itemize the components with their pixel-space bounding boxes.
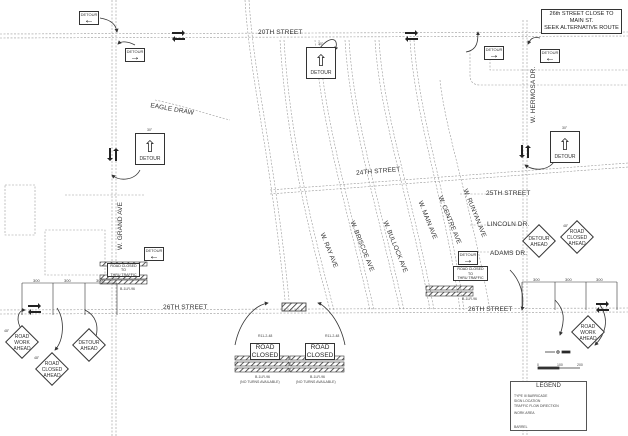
legend-item: TRAFFIC FLOW DIRECTION bbox=[514, 404, 559, 408]
dimension-label: 300 bbox=[64, 278, 71, 283]
arrow-left-icon: ← bbox=[149, 251, 159, 262]
arrow-right-icon: → bbox=[130, 52, 140, 63]
road-closed-thru-traffic-sign: ROAD CLOSED TO THRU TRAFFIC bbox=[107, 263, 140, 277]
street-label-adams: ADAMS DR. bbox=[490, 250, 528, 257]
arrow-up-icon: ⇧ bbox=[143, 139, 157, 156]
no-turns-note: (NO TURNS AVAILABLE) bbox=[240, 380, 280, 384]
street-label-20th: 20TH STREET bbox=[258, 29, 303, 36]
street-label-lincoln: LINCOLN DR. bbox=[487, 221, 530, 228]
barricade-code: B-1LR-96 bbox=[255, 375, 270, 379]
street-label-hermosa: W. HERMOSA DR. bbox=[530, 66, 537, 123]
dimension-label: 300 bbox=[533, 277, 540, 282]
detour-right-sign: DETOUR → bbox=[458, 251, 478, 266]
street-label-26th-right: 26TH STREET bbox=[468, 306, 513, 313]
detour-straight-sign: ⇧ DETOUR bbox=[135, 133, 165, 165]
detour-left-sign: DETOUR ← bbox=[540, 49, 560, 64]
scale-bar-label: 100 bbox=[557, 363, 563, 367]
detour-right-sign: DETOUR → bbox=[125, 48, 145, 63]
arrow-right-icon: → bbox=[463, 255, 473, 266]
barricade-code: B-1LR-96 bbox=[120, 287, 135, 291]
legend-item: WORK AREA bbox=[514, 411, 535, 415]
arrow-left-icon: ← bbox=[84, 15, 94, 26]
dimension-label: 300 bbox=[565, 277, 572, 282]
legend-item: TYPE III BARRICADE bbox=[514, 394, 548, 398]
legend-title: LEGEND bbox=[536, 383, 561, 389]
road-closed-sign: ROAD CLOSED bbox=[305, 343, 335, 360]
dimension-label: 300 bbox=[33, 278, 40, 283]
arrow-up-icon: ⇧ bbox=[558, 137, 572, 154]
road-closed-sign: ROAD CLOSED bbox=[250, 343, 280, 360]
legend-item: SIGN LOCATION bbox=[514, 399, 541, 403]
legend: LEGEND TYPE III BARRICADE SIGN LOCATION … bbox=[510, 381, 587, 431]
closure-message-sign: 26th STREET CLOSE TO MAIN ST. SEEK ALTER… bbox=[541, 9, 622, 34]
no-turns-note: (NO TURNS AVAILABLE) bbox=[296, 380, 336, 384]
arrow-up-icon: ⇧ bbox=[314, 53, 328, 70]
detour-straight-sign: ⇧ DETOUR bbox=[550, 131, 580, 163]
legend-item: BARREL bbox=[514, 425, 528, 429]
road-closed-thru-traffic-sign: ROAD CLOSED TO THRU TRAFFIC bbox=[453, 266, 488, 281]
detour-left-sign: DETOUR ← bbox=[79, 11, 99, 26]
sign-code: R11-2-48 bbox=[258, 334, 273, 338]
detour-straight-sign: ⇧ DETOUR bbox=[306, 47, 336, 79]
street-label-26th-left: 26TH STREET bbox=[163, 304, 208, 311]
arrow-left-icon: ← bbox=[545, 53, 555, 64]
sign-code: R11-2-48 bbox=[325, 334, 340, 338]
barricade-code: B-1LR-96 bbox=[310, 375, 325, 379]
barricade-code: B-1LR-96 bbox=[462, 297, 477, 301]
scale-bar-label: 0 bbox=[537, 363, 539, 367]
scale-bar-label: 200 bbox=[577, 363, 583, 367]
detour-left-sign: DETOUR ← bbox=[144, 247, 164, 262]
street-label-25th: 25TH STREET bbox=[486, 190, 531, 197]
detour-right-sign: DETOUR → bbox=[484, 46, 504, 61]
arrow-right-icon: → bbox=[489, 50, 499, 61]
street-label-grand: W. GRAND AVE bbox=[117, 201, 124, 250]
dimension-label: 300 bbox=[96, 278, 103, 283]
dimension-label: 300 bbox=[596, 277, 603, 282]
